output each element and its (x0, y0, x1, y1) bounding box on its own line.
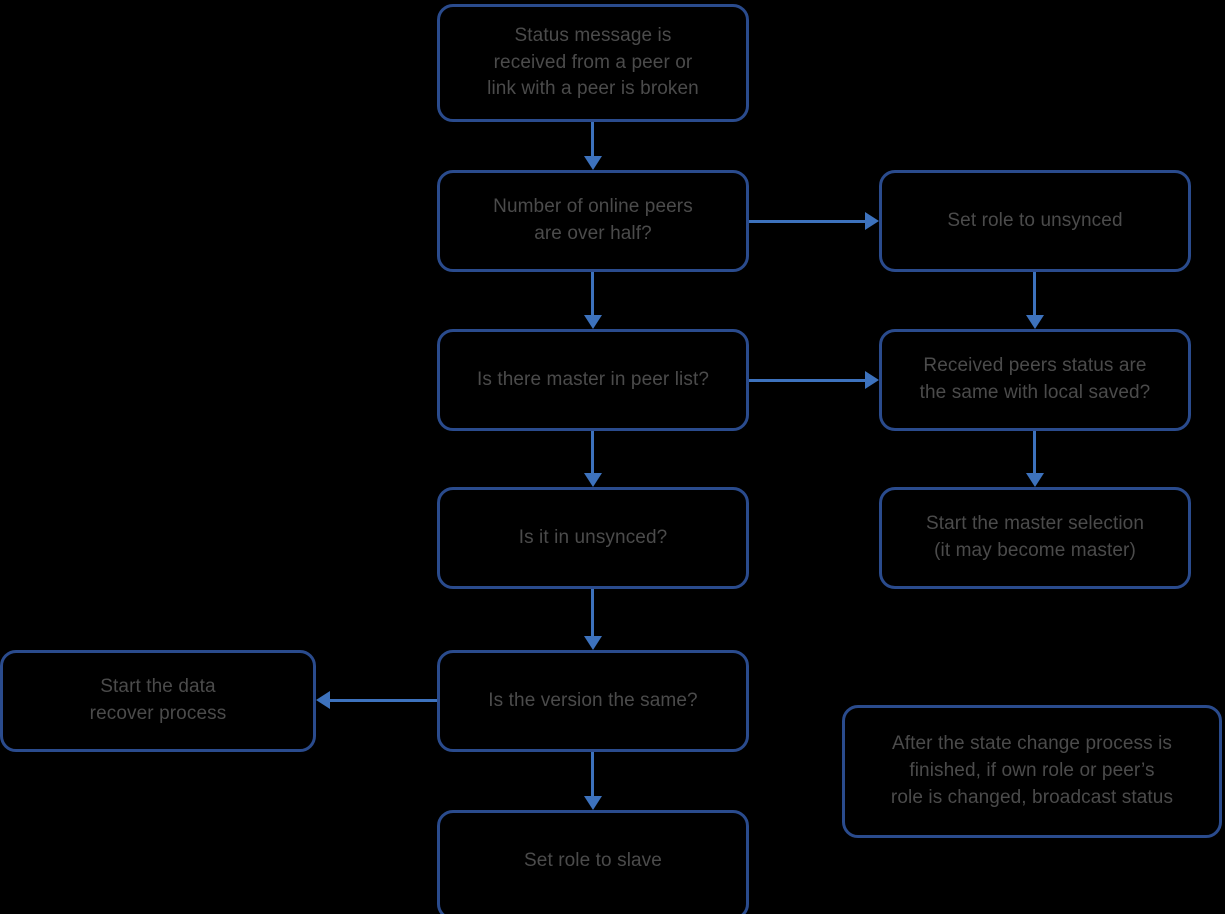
node-label-line: (it may become master) (934, 540, 1136, 561)
edge-arrowhead-masterlist-to-peersstatus (865, 371, 879, 389)
edge-line-overhalf-to-unsynced (749, 220, 867, 223)
node-label-line: received from a peer or (493, 51, 693, 73)
node-label-line: Status message is (514, 24, 672, 46)
node-start-master-selection[interactable]: Start the master selection (it may becom… (879, 487, 1191, 589)
node-set-role-to-slave[interactable]: Set role to slave (437, 810, 749, 914)
edge-line-received-to-overhalf (591, 122, 594, 158)
edge-arrowhead-overhalf-to-masterlist (584, 315, 602, 329)
node-is-it-in-unsynced[interactable]: Is it in unsynced? (437, 487, 749, 589)
node-label-line: link with a peer is broken (487, 78, 699, 100)
node-set-role-to-unsynced[interactable]: Set role to unsynced (879, 170, 1191, 272)
edge-line-masterlist-to-isunsynced (591, 431, 594, 473)
node-online-peers-over-half[interactable]: Number of online peers are over half? (437, 170, 749, 272)
edge-arrowhead-version-to-slave (584, 796, 602, 810)
edge-arrowhead-unsynced-to-peersstatus (1026, 315, 1044, 329)
edge-arrowhead-version-to-datarecover (316, 691, 330, 709)
node-label-line: After the state change process is (891, 733, 1172, 755)
node-label-line: Start the master selection (925, 513, 1145, 535)
node-is-version-the-same[interactable]: Is the version the same? (437, 650, 749, 752)
edge-line-overhalf-to-masterlist (591, 272, 594, 315)
edge-line-unsynced-to-peersstatus (1033, 272, 1036, 315)
node-label-line: Is it in unsynced? (518, 526, 668, 548)
edge-line-masterlist-to-peersstatus (749, 379, 867, 382)
edge-arrowhead-overhalf-to-unsynced (865, 212, 879, 230)
node-broadcast-status-note[interactable]: After the state change process is finish… (842, 705, 1222, 838)
node-master-in-peer-list[interactable]: Is there master in peer list? (437, 329, 749, 431)
edge-arrowhead-isunsynced-to-version (584, 636, 602, 650)
edge-arrowhead-masterlist-to-isunsynced (584, 473, 602, 487)
edge-arrowhead-received-to-overhalf (584, 156, 602, 170)
edge-line-version-to-datarecover (330, 699, 437, 702)
edge-line-version-to-slave (591, 752, 594, 796)
node-status-message-received[interactable]: Status message is received from a peer o… (437, 4, 749, 122)
edge-line-peersstatus-to-masterselection (1033, 431, 1036, 473)
node-label-line: Is the version the same? (488, 689, 698, 711)
node-label-line: Start the data (100, 676, 216, 698)
node-label-line: role is changed, broadcast status (890, 786, 1174, 808)
node-label-line: are over half? (534, 223, 652, 244)
node-start-data-recover[interactable]: Start the data recover process (0, 650, 316, 752)
node-received-peers-status-same[interactable]: Received peers status are the same with … (879, 329, 1191, 431)
node-label-line: Received peers status are (923, 355, 1147, 377)
node-label-line: the same with local saved? (919, 382, 1151, 403)
node-label-line: Set role to unsynced (947, 209, 1123, 231)
node-label-line: recover process (89, 703, 227, 724)
node-label-line: finished, if own role or peer’s (909, 760, 1155, 782)
node-label-line: Number of online peers (493, 196, 693, 218)
node-label-line: Is there master in peer list? (476, 368, 710, 390)
edge-line-isunsynced-to-version (591, 589, 594, 636)
node-label-line: Set role to slave (524, 849, 662, 871)
edge-arrowhead-peersstatus-to-masterselection (1026, 473, 1044, 487)
